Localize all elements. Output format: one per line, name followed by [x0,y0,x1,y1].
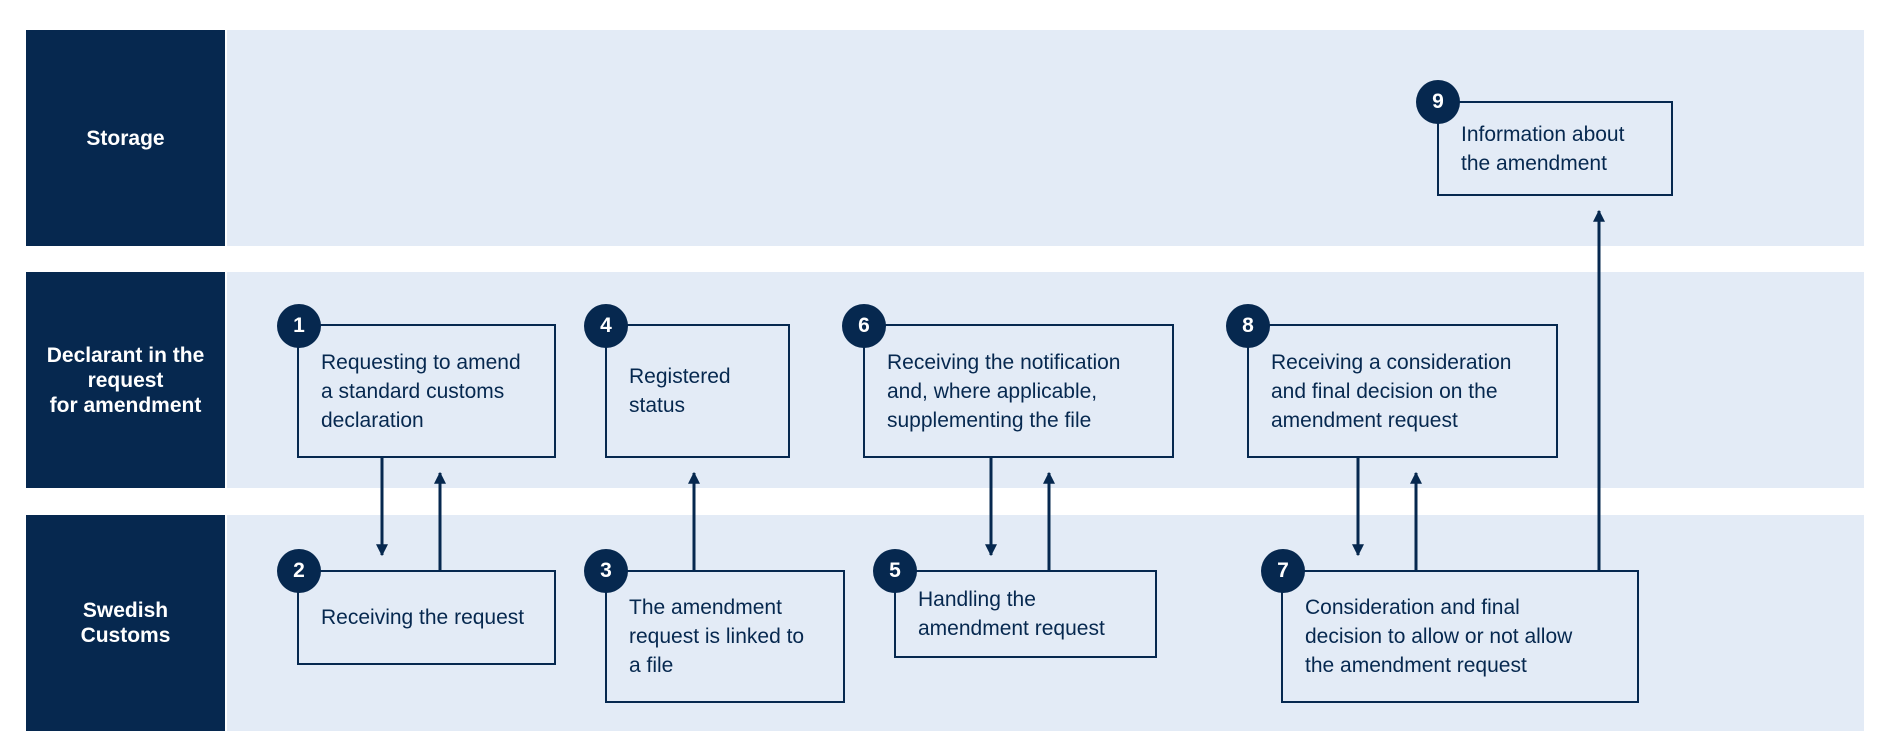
step-3-badge: 3 [584,549,628,593]
step-5-box: Handling the amendment request [894,570,1157,658]
lane-customs-label: Swedish Customs [26,515,225,731]
step-5-badge: 5 [873,549,917,593]
step-8-box: Receiving a consideration and final deci… [1247,324,1558,458]
step-6-badge: 6 [842,304,886,348]
step-7-badge: 7 [1261,549,1305,593]
step-8-badge: 8 [1226,304,1270,348]
step-2-box: Receiving the request [297,570,556,665]
step-6-box: Receiving the notification and, where ap… [863,324,1174,458]
step-1-box: Requesting to amend a standard customs d… [297,324,556,458]
lane-customs-bg [227,515,1864,731]
step-1-badge: 1 [277,304,321,348]
step-4-badge: 4 [584,304,628,348]
step-3-box: The amendment request is linked to a fil… [605,570,845,703]
step-9-badge: 9 [1416,80,1460,124]
lane-declarant-label: Declarant in the request for amendment [26,272,225,488]
step-2-badge: 2 [277,549,321,593]
step-7-box: Consideration and final decision to allo… [1281,570,1639,703]
step-9-box: Information about the amendment [1437,101,1673,196]
step-4-box: Registered status [605,324,790,458]
lane-storage-bg [227,30,1864,246]
lane-storage-label: Storage [26,30,225,246]
lane-declarant-bg [227,272,1864,488]
